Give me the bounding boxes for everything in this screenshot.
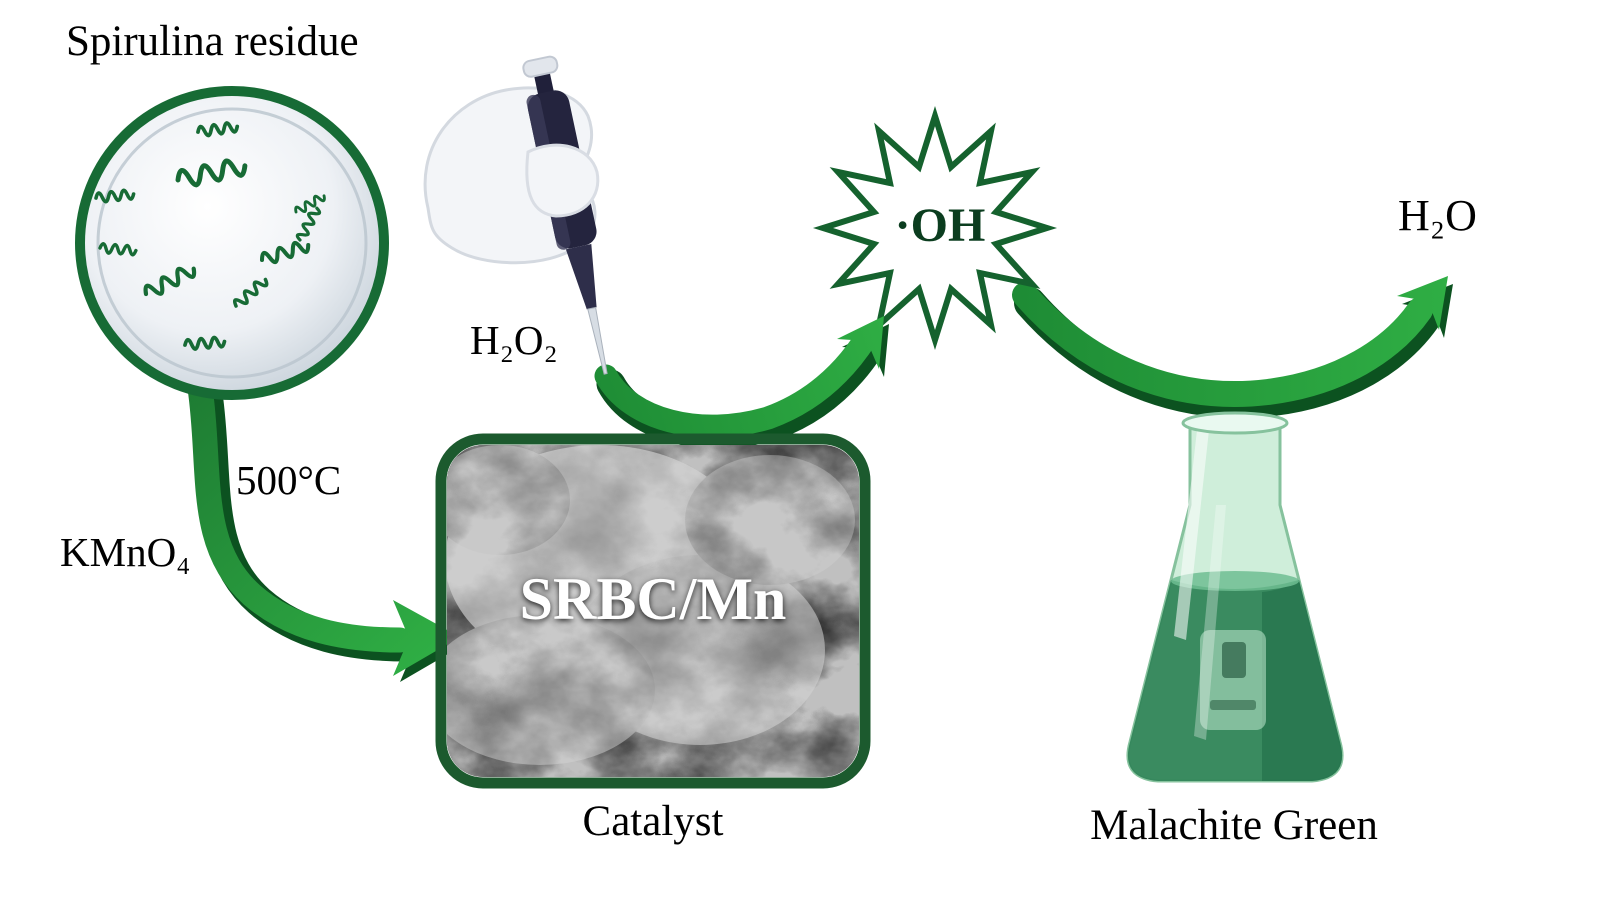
catalyst-sem-image	[435, 433, 871, 789]
catalyst-caption: Catalyst	[582, 798, 724, 845]
arrow-kmno4-to-catalyst	[187, 375, 467, 682]
arrow-h2o2-to-oh	[594, 316, 889, 449]
pipette-hand	[423, 55, 608, 375]
h2o2-label: H₂O₂	[470, 317, 558, 363]
petri-dish	[75, 86, 389, 400]
h2o-label: H₂O	[1398, 191, 1477, 240]
spirulina-residue-label: Spirulina residue	[66, 18, 359, 65]
arrow-oh-to-h2o	[1012, 276, 1453, 418]
temperature-label: 500°C	[236, 457, 342, 503]
oh-radical-label: ·OH	[894, 199, 986, 252]
malachite-green-caption: Malachite Green	[1090, 802, 1378, 849]
oh-starburst	[812, 105, 1058, 351]
flask-rim	[1181, 411, 1289, 435]
srbc-mn-label: SRBC/Mn	[519, 566, 787, 632]
glove-thumb	[525, 143, 600, 218]
kmno4-label: KMnO₄	[60, 529, 191, 575]
erlenmeyer-flask	[1126, 411, 1344, 783]
